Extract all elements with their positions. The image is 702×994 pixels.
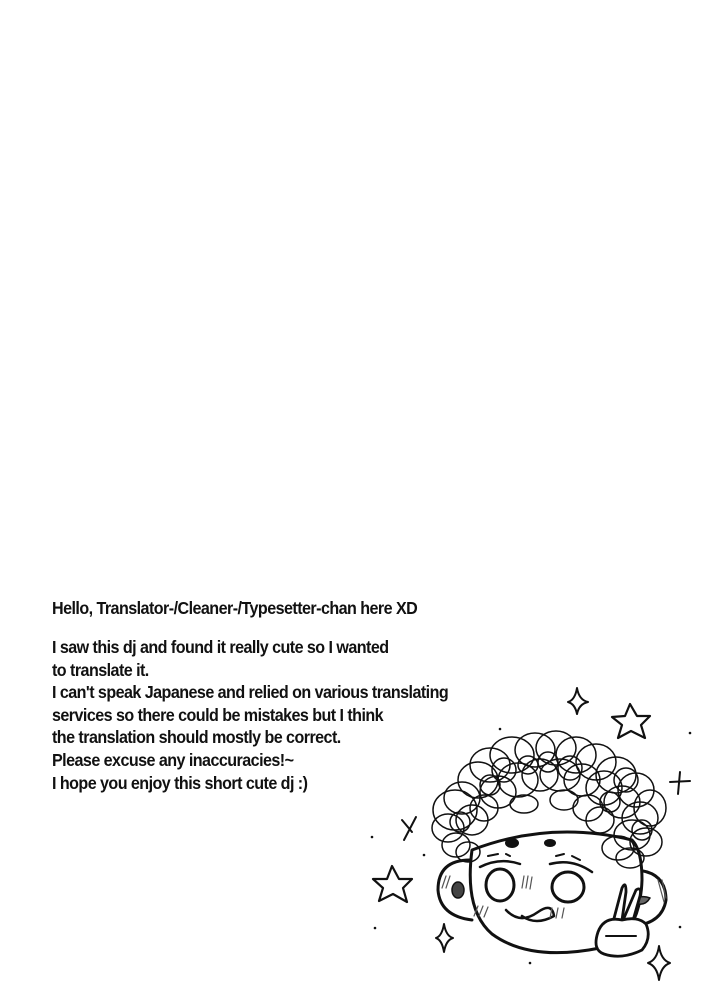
- face: [436, 830, 668, 955]
- curly-hair: [431, 730, 667, 869]
- note-title: Hello, Translator-/Cleaner-/Typesetter-c…: [52, 598, 418, 618]
- star-icon: [610, 702, 652, 740]
- chibi-illustration: [370, 687, 692, 981]
- cross-sparkle-icon: [401, 816, 417, 841]
- peace-sign-hand: [594, 883, 650, 958]
- note-line: Please excuse any inaccuracies!~: [52, 749, 294, 770]
- note-line: I saw this dj and found it really cute s…: [52, 637, 389, 657]
- note-line: services so there could be mistakes but …: [52, 704, 384, 725]
- note-line: I hope you enjoy this short cute dj :): [52, 772, 308, 793]
- translator-note: Hello, Translator-/Cleaner-/Typesetter-c…: [52, 596, 492, 794]
- note-line: I can't speak Japanese and relied on var…: [52, 682, 449, 703]
- note-body: I saw this dj and found it really cute s…: [52, 636, 492, 794]
- sparkle-icon: [435, 923, 454, 953]
- note-line: to translate it.: [52, 659, 149, 680]
- dot-decorations: [370, 727, 692, 965]
- star-icon: [371, 864, 414, 904]
- sparkle-icon: [567, 687, 589, 715]
- sparkle-icon: [647, 945, 671, 981]
- note-line: the translation should mostly be correct…: [52, 727, 341, 748]
- cross-sparkle-icon: [669, 771, 691, 795]
